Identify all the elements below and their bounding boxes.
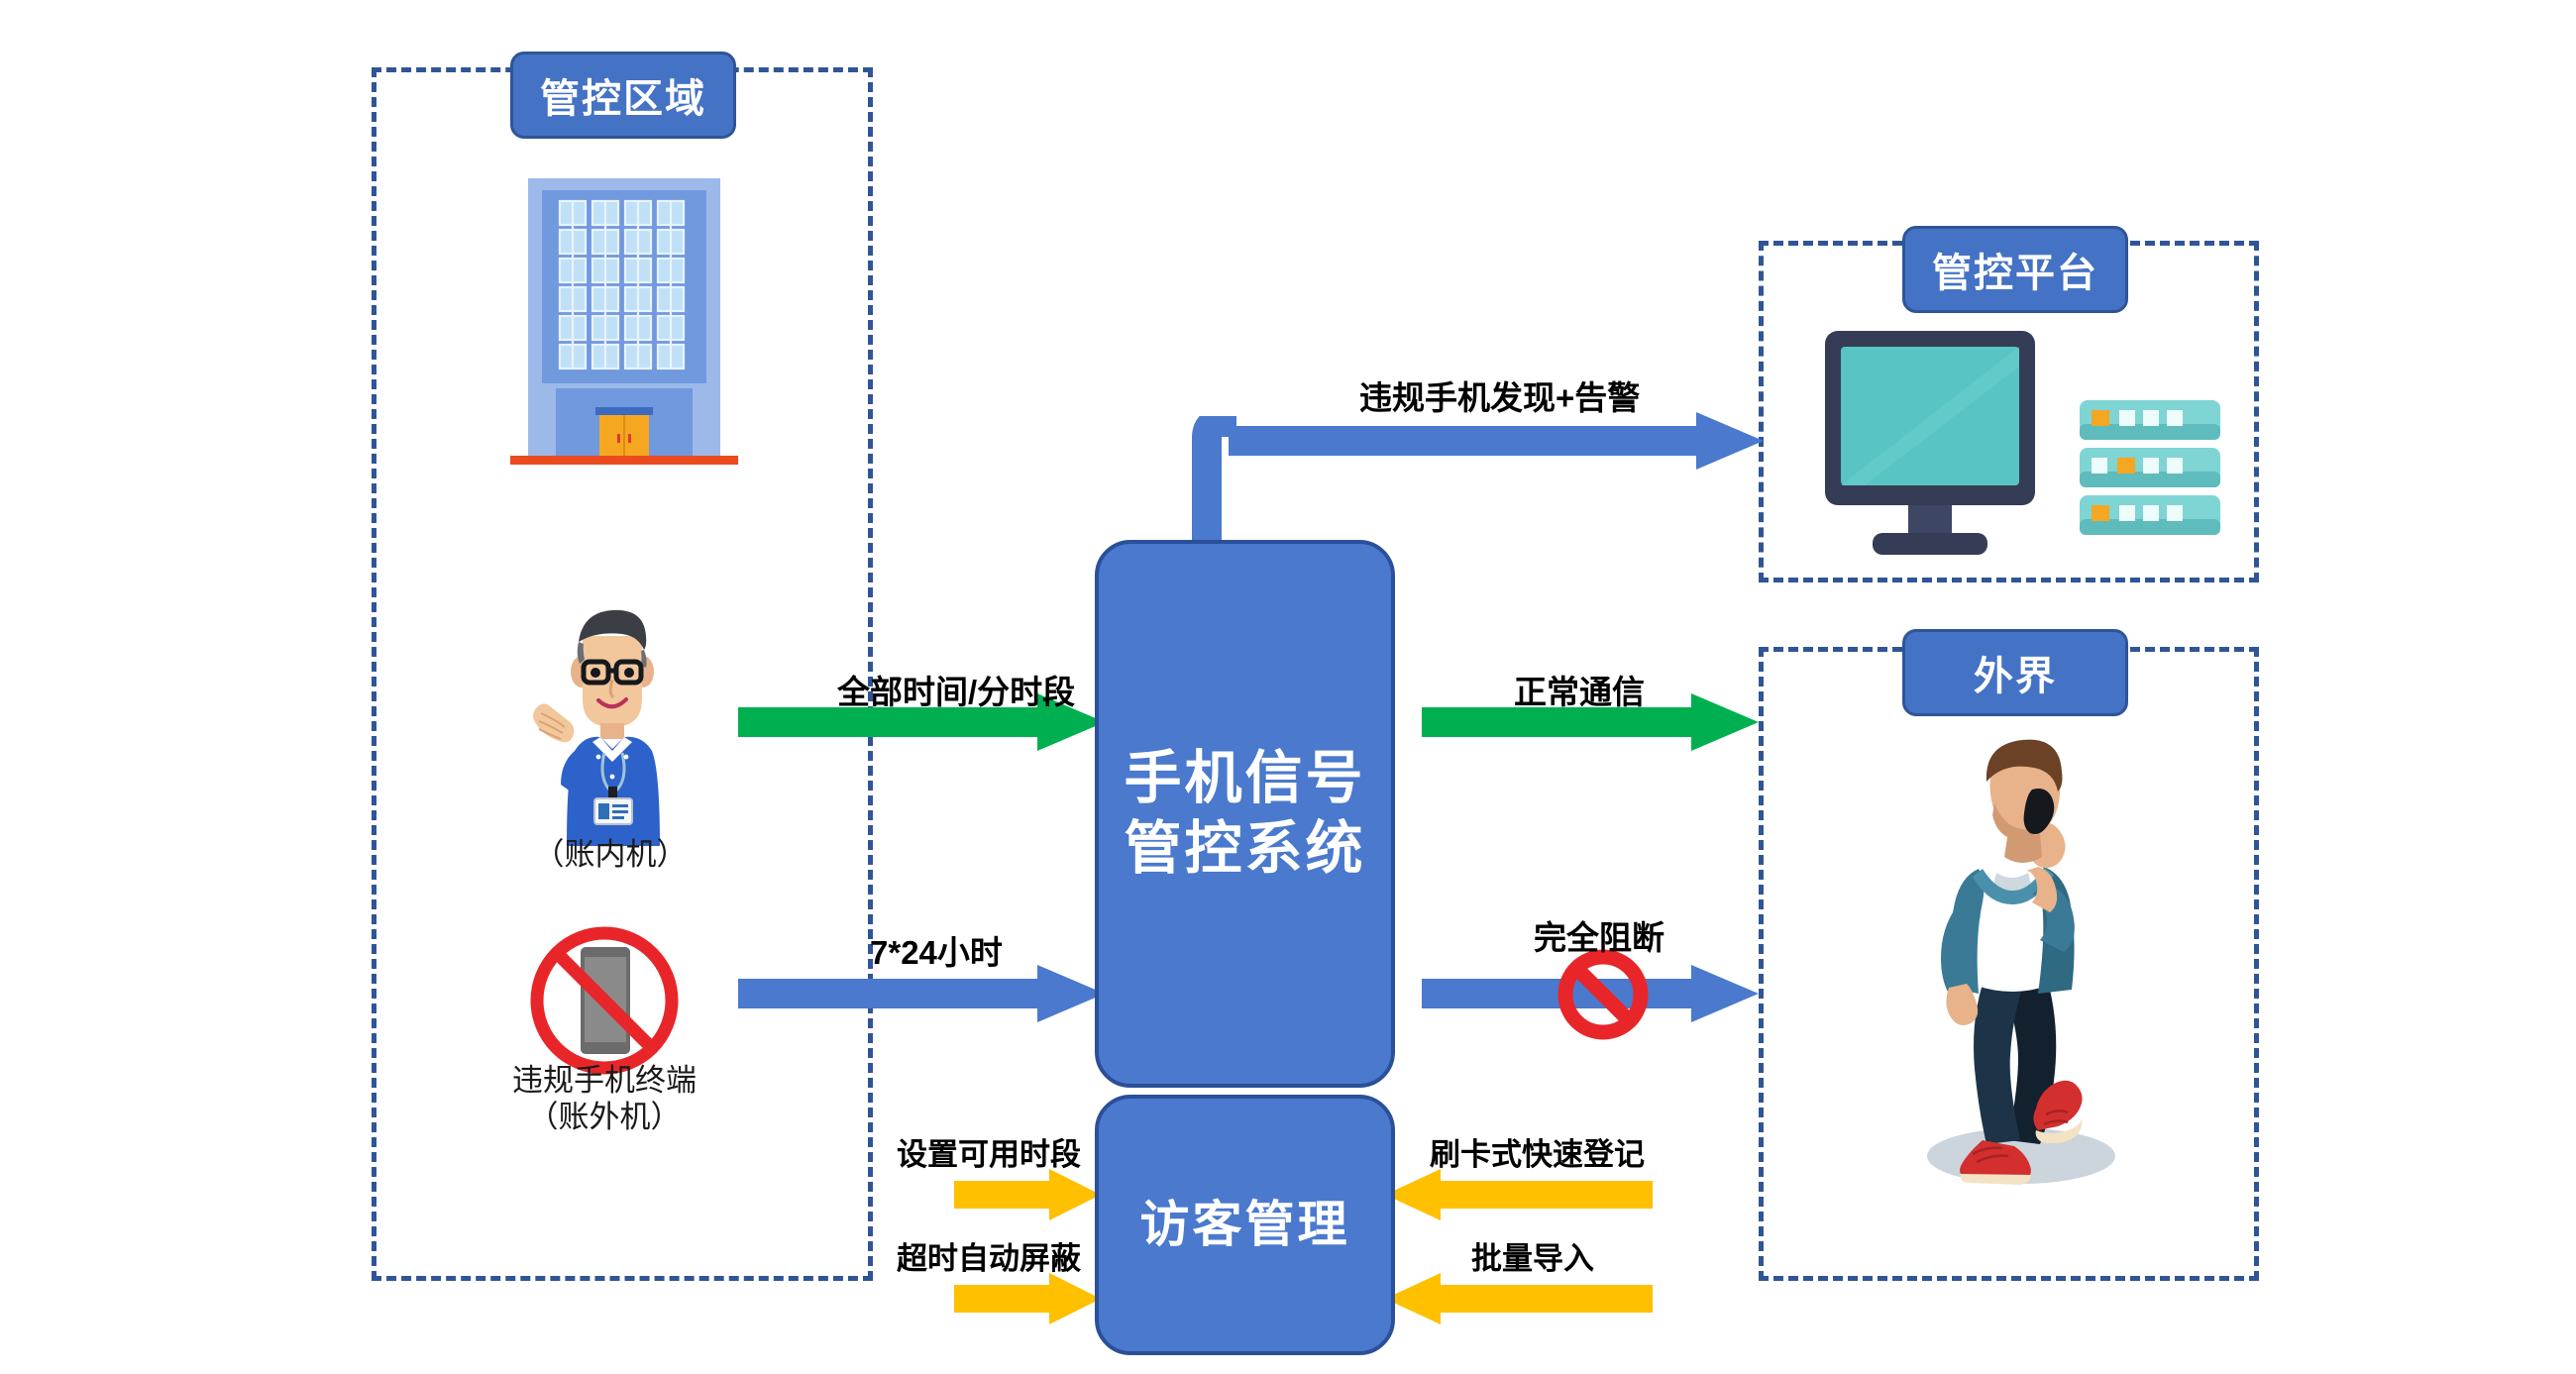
elbow-connector-to-platform <box>1177 407 1236 545</box>
arrow-label-full-block: 完全阻断 <box>1534 919 1664 956</box>
zone-tab-controlled-area: 管控区域 <box>510 52 736 139</box>
walking-person-icon <box>1887 708 2135 1204</box>
arrow-staff-time-policy <box>738 693 1105 751</box>
box-visitor-management-label: 访客管理 <box>1139 1197 1350 1252</box>
server-stack-icon <box>2076 396 2224 540</box>
office-building-icon <box>510 168 738 485</box>
banned-phone-caption-line2: （账外机） <box>527 1099 682 1134</box>
zone-tab-control-platform: 管控平台 <box>1902 226 2128 313</box>
zone-tab-outside-world: 外界 <box>1902 629 2128 716</box>
arrow-illegal-phone-7x24 <box>738 965 1105 1022</box>
arrow-label-batch-import: 批量导入 <box>1471 1241 1594 1276</box>
arrow-set-available-period <box>954 1169 1101 1220</box>
arrow-label-illegal-phone-7x24: 7*24小时 <box>870 934 1003 971</box>
box-signal-system[interactable]: 手机信号 管控系统 <box>1095 540 1395 1088</box>
zone-label-control-platform: 管控平台 <box>1932 252 2098 295</box>
arrow-label-staff-time-policy: 全部时间/分时段 <box>837 674 1076 710</box>
arrow-label-alert-to-platform: 违规手机发现+告警 <box>1359 379 1641 416</box>
arrow-label-normal-communication: 正常通信 <box>1514 674 1645 710</box>
staff-person-caption: （账内机） <box>482 837 739 874</box>
arrow-batch-import <box>1385 1273 1653 1324</box>
arrow-label-set-available-period: 设置可用时段 <box>897 1137 1081 1172</box>
banned-phone-caption: 违规手机终端 （账外机） <box>456 1063 753 1135</box>
staff-person-icon <box>513 602 707 846</box>
arrow-label-card-swipe-registration: 刷卡式快速登记 <box>1430 1137 1645 1172</box>
zone-label-controlled-area: 管控区域 <box>540 77 706 121</box>
banned-phone-icon <box>515 911 694 1090</box>
box-signal-system-line2: 管控系统 <box>1124 815 1366 881</box>
monitor-icon <box>1821 327 2039 560</box>
arrow-auto-block-timeout <box>954 1273 1101 1324</box>
banned-phone-caption-line1: 违规手机终端 <box>512 1063 697 1098</box>
arrow-label-auto-block-timeout: 超时自动屏蔽 <box>897 1241 1081 1276</box>
staff-caption-text: （账内机） <box>533 837 688 872</box>
zone-label-outside-world: 外界 <box>1974 655 2057 698</box>
prohibition-sign-icon <box>1557 949 1649 1040</box>
arrow-normal-communication <box>1422 693 1759 751</box>
arrow-card-swipe-registration <box>1385 1169 1653 1220</box>
arrow-full-block <box>1422 965 1759 1022</box>
box-visitor-management[interactable]: 访客管理 <box>1095 1095 1395 1355</box>
arrow-alert-to-platform <box>1229 412 1764 470</box>
box-signal-system-line1: 手机信号 <box>1124 745 1366 810</box>
